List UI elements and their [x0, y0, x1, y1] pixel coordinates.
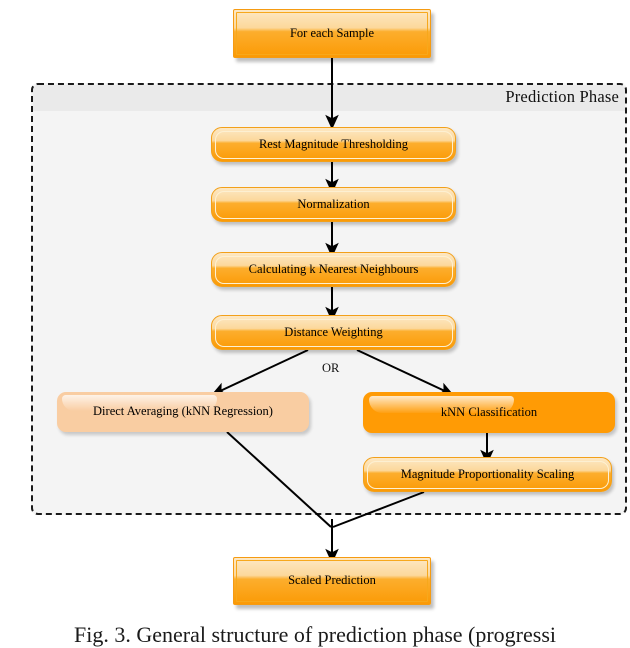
node-direct-averaging-knn-regression-label: Direct Averaging (kNN Regression) — [93, 404, 273, 419]
branch-or-label: OR — [322, 361, 340, 375]
node-knn-classification[interactable]: kNN Classification — [363, 392, 615, 433]
node-rest-magnitude-thresholding[interactable]: Rest Magnitude Thresholding — [211, 127, 456, 162]
node-normalization-label: Normalization — [297, 196, 370, 211]
figure-caption: Fig. 3. General structure of prediction … — [73, 622, 557, 647]
prediction-phase-header — [33, 85, 625, 111]
node-distance-weighting-label: Distance Weighting — [284, 324, 383, 339]
node-for-each-sample[interactable]: For each Sample — [233, 9, 431, 58]
prediction-phase-label: Prediction Phase — [505, 87, 619, 106]
node-distance-weighting[interactable]: Distance Weighting — [211, 315, 456, 350]
node-scaled-prediction[interactable]: Scaled Prediction — [233, 557, 431, 605]
node-calculating-k-nearest-neighbours-label: Calculating k Nearest Neighbours — [248, 261, 419, 276]
node-knn-classification-label: kNN Classification — [440, 404, 538, 419]
node-rest-magnitude-thresholding-label: Rest Magnitude Thresholding — [258, 136, 409, 151]
node-direct-averaging-knn-regression[interactable]: Direct Averaging (kNN Regression) — [57, 392, 309, 432]
node-normalization[interactable]: Normalization — [211, 187, 456, 222]
node-magnitude-proportionality-scaling-label: Magnitude Proportionality Scaling — [400, 466, 575, 481]
node-scaled-prediction-label: Scaled Prediction — [288, 573, 376, 588]
node-for-each-sample-label: For each Sample — [289, 25, 374, 40]
node-calculating-k-nearest-neighbours[interactable]: Calculating k Nearest Neighbours — [211, 252, 456, 287]
node-magnitude-proportionality-scaling[interactable]: Magnitude Proportionality Scaling — [363, 457, 612, 492]
